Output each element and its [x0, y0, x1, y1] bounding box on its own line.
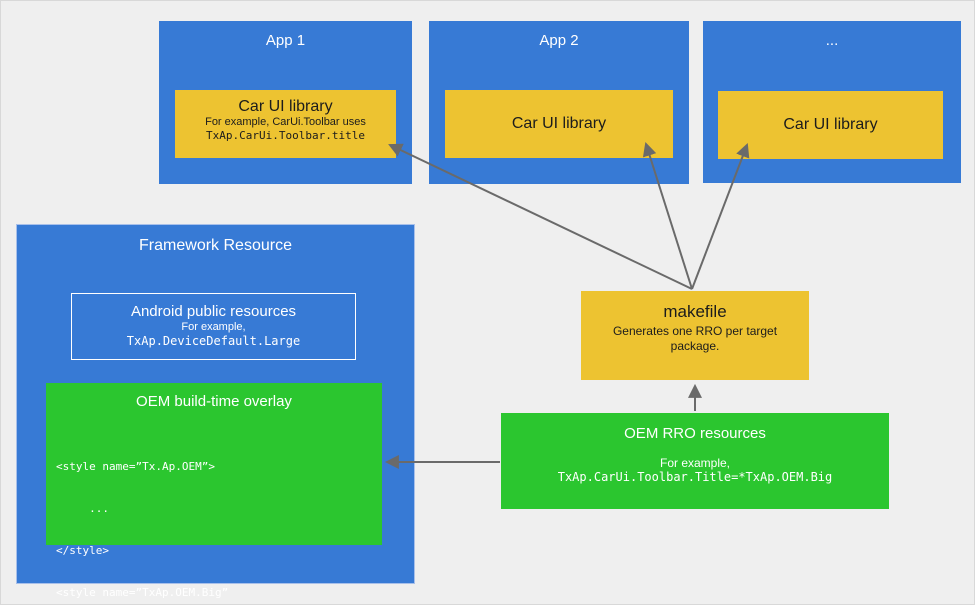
framework-resource-title: Framework Resource — [139, 237, 292, 254]
app1-car-ui-library-example: For example, CarUi.Toolbar uses — [205, 116, 366, 128]
oem-build-time-overlay-title: OEM build-time overlay — [136, 393, 292, 410]
app2-car-ui-library-title: Car UI library — [511, 115, 607, 132]
app2-car-ui-library-box: Car UI library — [445, 90, 673, 158]
android-public-resources-box: Android public resources For example, Tx… — [71, 293, 356, 360]
oem-build-time-overlay-code: <style name=”Tx.Ap.OEM”> ... </style> <s… — [46, 432, 382, 604]
code-line: <style name=”Tx.Ap.OEM”> — [56, 460, 215, 473]
oem-build-time-overlay-box: OEM build-time overlay <style name=”Tx.A… — [46, 383, 382, 599]
code-line: ... — [56, 502, 109, 515]
code-line: <style name=”TxAp.OEM.Big” — [56, 586, 229, 599]
app1-car-ui-library-code: TxAp.CarUi.Toolbar.title — [206, 129, 365, 142]
android-public-resources-code: TxAp.DeviceDefault.Large — [126, 334, 301, 348]
makefile-title: makefile — [663, 302, 727, 321]
makefile-box: makefile Generates one RRO per target pa… — [581, 291, 809, 380]
android-public-resources-example-label: For example, — [181, 321, 246, 333]
oem-rro-resources-code: TxAp.CarUi.Toolbar.Title=*TxAp.OEM.Big — [557, 470, 833, 484]
oem-rro-resources-example-label: For example, — [659, 456, 731, 470]
framework-resource-box: Framework Resource Android public resour… — [16, 224, 415, 599]
app-ellipsis-car-ui-library-title: Car UI library — [783, 116, 878, 133]
app1-title: App 1 — [265, 32, 306, 49]
app-ellipsis-car-ui-library-box: Car UI library — [718, 91, 943, 159]
app2-box: App 2 Car UI library — [429, 21, 689, 184]
app1-box: App 1 Car UI library For example, CarUi.… — [159, 21, 412, 184]
app-ellipsis-title: ... — [825, 32, 839, 49]
app1-car-ui-library-title: Car UI library — [238, 98, 333, 115]
app1-car-ui-library-box: Car UI library For example, CarUi.Toolba… — [175, 90, 396, 158]
oem-rro-resources-box: OEM RRO resources For example, TxAp.CarU… — [501, 413, 889, 509]
app2-title: App 2 — [539, 32, 579, 49]
app-ellipsis-box: ... Car UI library — [703, 21, 961, 183]
android-public-resources-title: Android public resources — [130, 303, 297, 320]
makefile-subtitle: Generates one RRO per target package. — [612, 324, 778, 353]
oem-rro-resources-title: OEM RRO resources — [624, 425, 766, 442]
code-line: </style> — [56, 544, 109, 557]
